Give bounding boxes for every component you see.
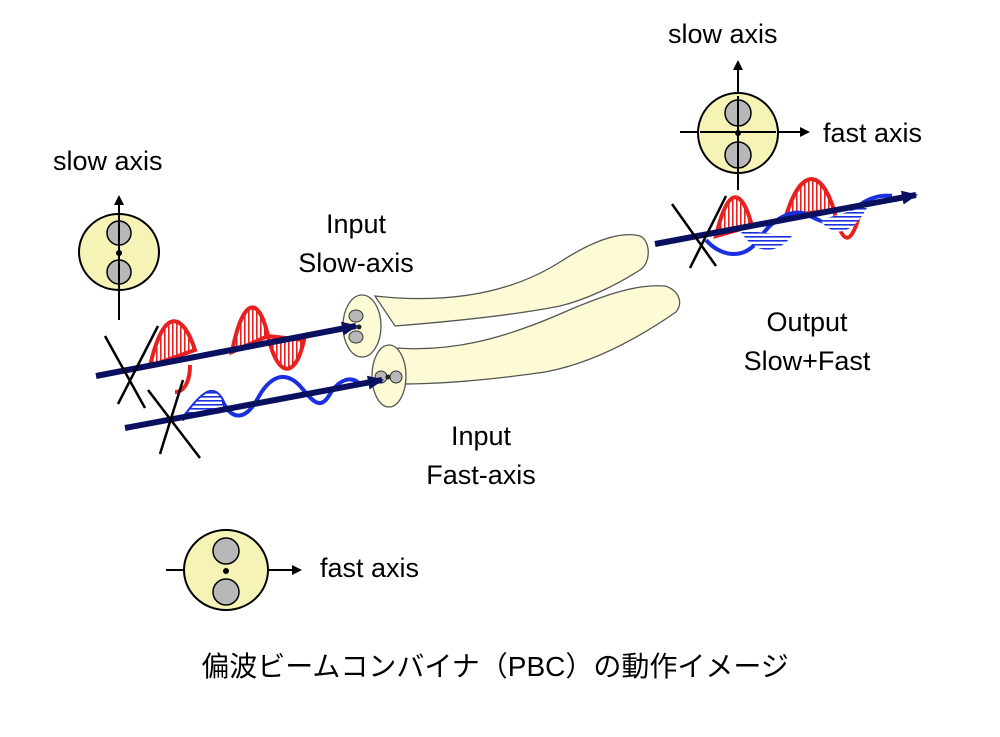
label-fast-axis-bottom: fast axis (320, 553, 419, 583)
fiber-coupler (342, 234, 681, 408)
slow-beam-polarization-cross (103, 325, 160, 409)
fast-beam-polarization-cross (147, 379, 201, 459)
output-beam-arrow (654, 190, 918, 247)
label-input-slow-2: Slow-axis (298, 248, 414, 278)
output-combined-beam (654, 177, 918, 269)
label-output-2: Slow+Fast (744, 346, 871, 376)
slow-beam-arrow (95, 321, 358, 379)
input-fast-beam (124, 374, 384, 431)
output-slow-lobe-2 (783, 177, 837, 219)
mode-diagram-output (680, 60, 810, 190)
label-output-1: Output (766, 307, 848, 337)
label-input-fast-1: Input (451, 421, 512, 451)
slow-wave-lobe-2 (174, 364, 192, 394)
mode-diagram-fast-input (166, 529, 302, 611)
slow-wave-lobe-1 (147, 319, 198, 370)
label-input-fast-2: Fast-axis (426, 460, 536, 490)
slow-wave-lobe-3 (229, 305, 271, 356)
fiber-upper-branch (373, 234, 649, 327)
label-fast-axis-right: fast axis (823, 118, 922, 148)
mode-diagram-slow-input (78, 195, 160, 320)
label-input-slow-1: Input (326, 209, 387, 239)
fiber-lower-branch (394, 285, 681, 385)
label-slow-axis-right: slow axis (668, 19, 778, 49)
input-slow-beam (95, 305, 358, 394)
figure-caption: 偏波ビームコンバイナ（PBC）の動作イメージ (201, 651, 789, 682)
label-slow-axis-left: slow axis (53, 146, 163, 176)
fast-beam-arrow (124, 375, 384, 431)
